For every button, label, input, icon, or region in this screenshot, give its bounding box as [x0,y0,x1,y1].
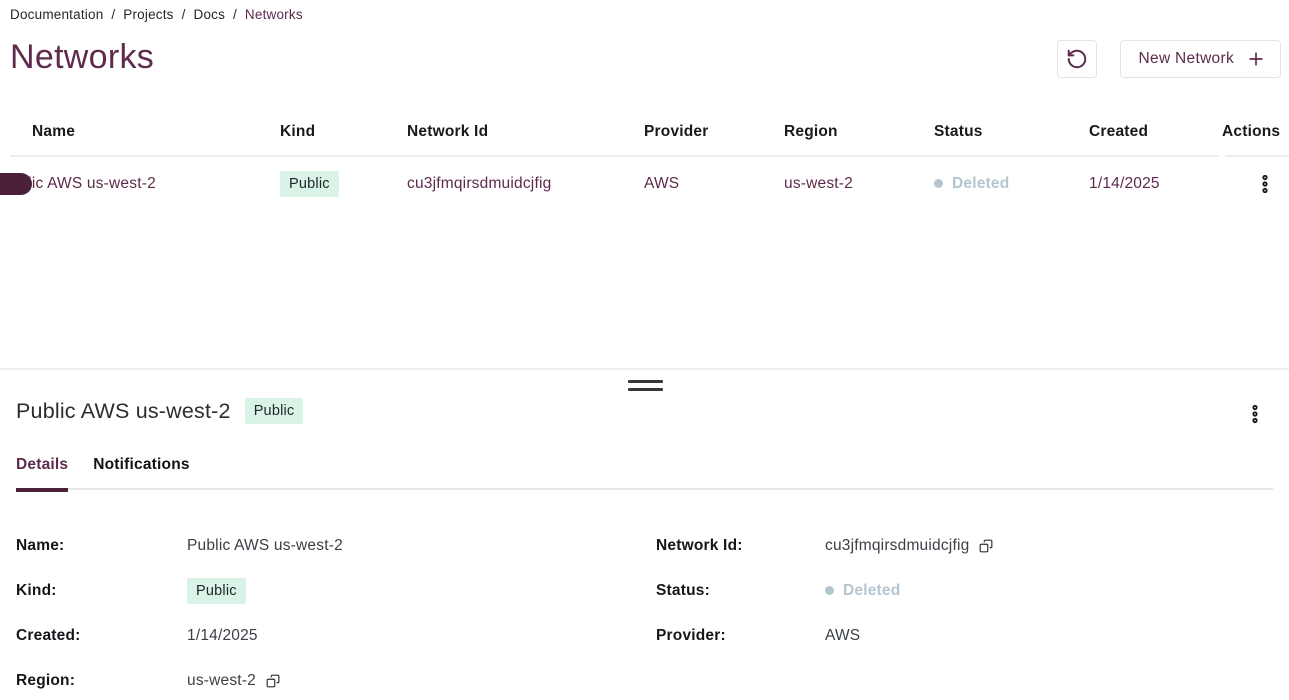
column-header-actions: Actions [1222,122,1281,140]
kebab-icon [1257,174,1273,194]
kind-value-badge: Public [187,577,246,604]
status-value: Deleted [825,582,900,600]
table-row[interactable]: Public AWS us-west-2 Public cu3jfmqirsdm… [0,155,1289,213]
breadcrumb: Documentation / Projects / Docs / Networ… [10,7,307,22]
header-divider-actions [1225,155,1289,157]
kind-badge: Public [280,171,339,197]
provider-label: Provider: [656,626,726,644]
breadcrumb-item-docs[interactable]: Docs [193,7,226,22]
drawer-actions-menu-button[interactable] [1243,400,1267,428]
status-dot-icon [934,179,943,189]
column-header-status: Status [934,122,983,140]
detail-drawer: Public AWS us-west-2 Public Details Noti… [0,368,1289,700]
breadcrumb-separator: / [233,7,237,22]
cell-network-id: cu3jfmqirsdmuidcjfig [407,175,552,192]
column-header-created: Created [1089,122,1149,140]
refresh-button[interactable] [1057,40,1097,78]
drawer-titlebar: Public AWS us-west-2 Public [16,398,1273,424]
status-label: Deleted [952,174,1010,192]
drawer-kind-badge: Public [244,398,304,424]
cell-provider: AWS [644,175,680,192]
drawer-title: Public AWS us-west-2 [16,398,231,423]
name-value: Public AWS us-west-2 [187,536,343,554]
status-label: Status: [656,581,710,599]
provider-value: AWS [825,626,861,644]
kind-label: Kind: [16,581,57,599]
column-header-kind: Kind [280,122,316,140]
cell-name[interactable]: Public AWS us-west-2 [0,175,156,192]
column-header-network-id: Network Id [407,122,489,140]
column-header-name: Name [32,122,76,140]
header-divider [10,155,1219,157]
cell-created: 1/14/2025 [1089,175,1160,192]
region-value: us-west-2 [187,671,256,689]
cell-region: us-west-2 [784,175,853,192]
column-header-provider: Provider [644,122,709,140]
copy-region-button[interactable] [266,674,280,688]
created-value: 1/14/2025 [187,626,258,644]
status-badge: Deleted [934,175,1009,193]
status-value-label: Deleted [843,581,901,599]
name-label: Name: [16,536,65,554]
copy-icon [979,539,993,553]
new-network-button-label: New Network [1138,50,1234,67]
breadcrumb-item-documentation[interactable]: Documentation [10,7,104,22]
network-id-value: cu3jfmqirsdmuidcjfig [825,536,970,554]
tab-notifications[interactable]: Notifications [93,456,190,473]
tab-details[interactable]: Details [16,456,69,492]
region-label: Region: [16,671,76,689]
plus-icon [1246,49,1266,69]
networks-table: Name Kind Network Id Provider Region Sta… [0,108,1289,213]
row-actions-menu-button[interactable] [1253,170,1277,198]
table-header-row: Name Kind Network Id Provider Region Sta… [0,108,1289,155]
kebab-icon [1247,404,1263,424]
details-grid: Name: Public AWS us-west-2 Network Id: c… [16,523,1273,700]
selected-row-marker [0,173,32,195]
breadcrumb-separator: / [111,7,116,22]
drawer-drag-handle[interactable] [628,380,663,396]
breadcrumb-separator: / [181,7,186,22]
column-header-region: Region [784,122,838,140]
new-network-button[interactable]: New Network [1119,40,1281,78]
breadcrumb-item-projects[interactable]: Projects [123,7,174,22]
status-dot-icon [825,586,834,595]
breadcrumb-item-networks[interactable]: Networks [244,7,303,22]
created-label: Created: [16,626,81,644]
refresh-icon [1066,48,1088,70]
copy-network-id-button[interactable] [979,539,993,553]
drawer-tabs: Details Notifications [16,456,1273,492]
copy-icon [266,674,280,688]
page-title: Networks [10,38,155,76]
network-id-label: Network Id: [656,536,743,554]
